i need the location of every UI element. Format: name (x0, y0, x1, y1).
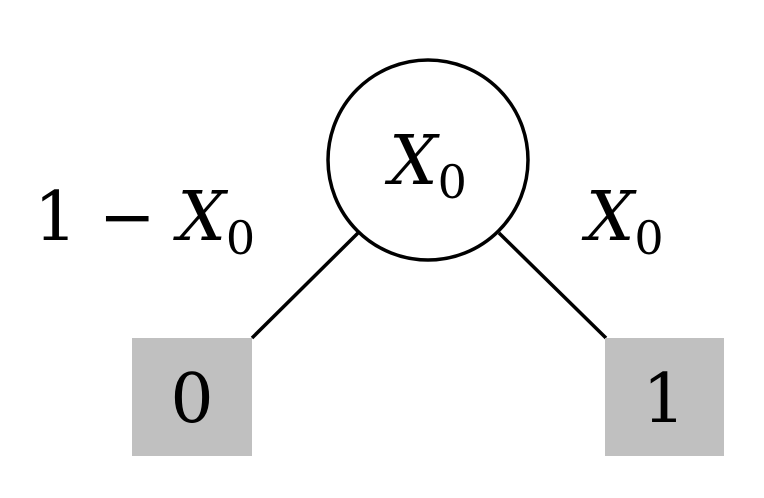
right-edge-subscript: 0 (634, 211, 663, 265)
root-subscript: 0 (438, 155, 467, 209)
left-leaf-box (132, 338, 252, 456)
root-node-circle (326, 58, 530, 262)
left-edge-prefix: 1 − (34, 178, 177, 257)
left-edge-variable: X (172, 178, 228, 257)
root-node-label: X0 (384, 122, 467, 209)
right-leaf-value: 1 (642, 360, 685, 439)
right-edge-label: X0 (581, 178, 664, 265)
right-edge-line (497, 231, 608, 340)
left-edge-line (250, 231, 360, 340)
left-leaf-node: 0 (132, 338, 252, 456)
left-edge-subscript: 0 (226, 211, 255, 265)
left-edge-label: 1 − X0 (34, 178, 255, 265)
left-leaf-value: 0 (170, 360, 213, 439)
right-leaf-box (605, 338, 724, 456)
root-node: X0 (326, 58, 530, 262)
right-edge-variable: X (581, 178, 637, 257)
root-variable: X (384, 122, 440, 201)
right-leaf-node: 1 (605, 338, 724, 456)
